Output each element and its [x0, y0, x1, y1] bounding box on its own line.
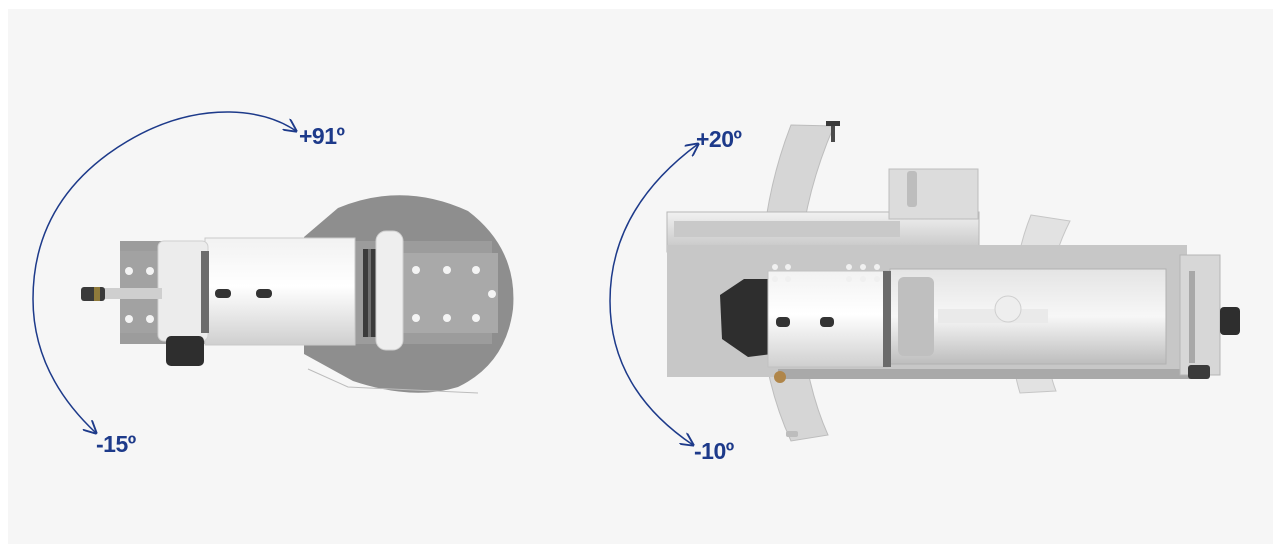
left-clamp-ring [157, 240, 209, 342]
right-end-bracket [1179, 254, 1221, 376]
left-end-disc [375, 230, 404, 351]
left-shaft [102, 288, 162, 299]
assemblies-illustration [32, 111, 1240, 544]
left-upper-angle-label: +91º [299, 123, 345, 149]
figure-canvas: +91º -15º +20º -10º [8, 9, 1273, 544]
right-assembly-drawing [666, 121, 1240, 442]
right-rotation-arc [609, 144, 698, 445]
right-lower-angle-label: -10º [694, 438, 734, 464]
right-bottom-rod [778, 369, 1198, 379]
left-lower-angle-label: -15º [96, 431, 136, 457]
left-assembly-drawing [81, 195, 514, 394]
left-locking-knob [166, 336, 204, 366]
right-clamp-core [720, 279, 772, 357]
left-rotation-arc [32, 111, 296, 433]
right-upper-angle-label: +20º [696, 126, 742, 152]
